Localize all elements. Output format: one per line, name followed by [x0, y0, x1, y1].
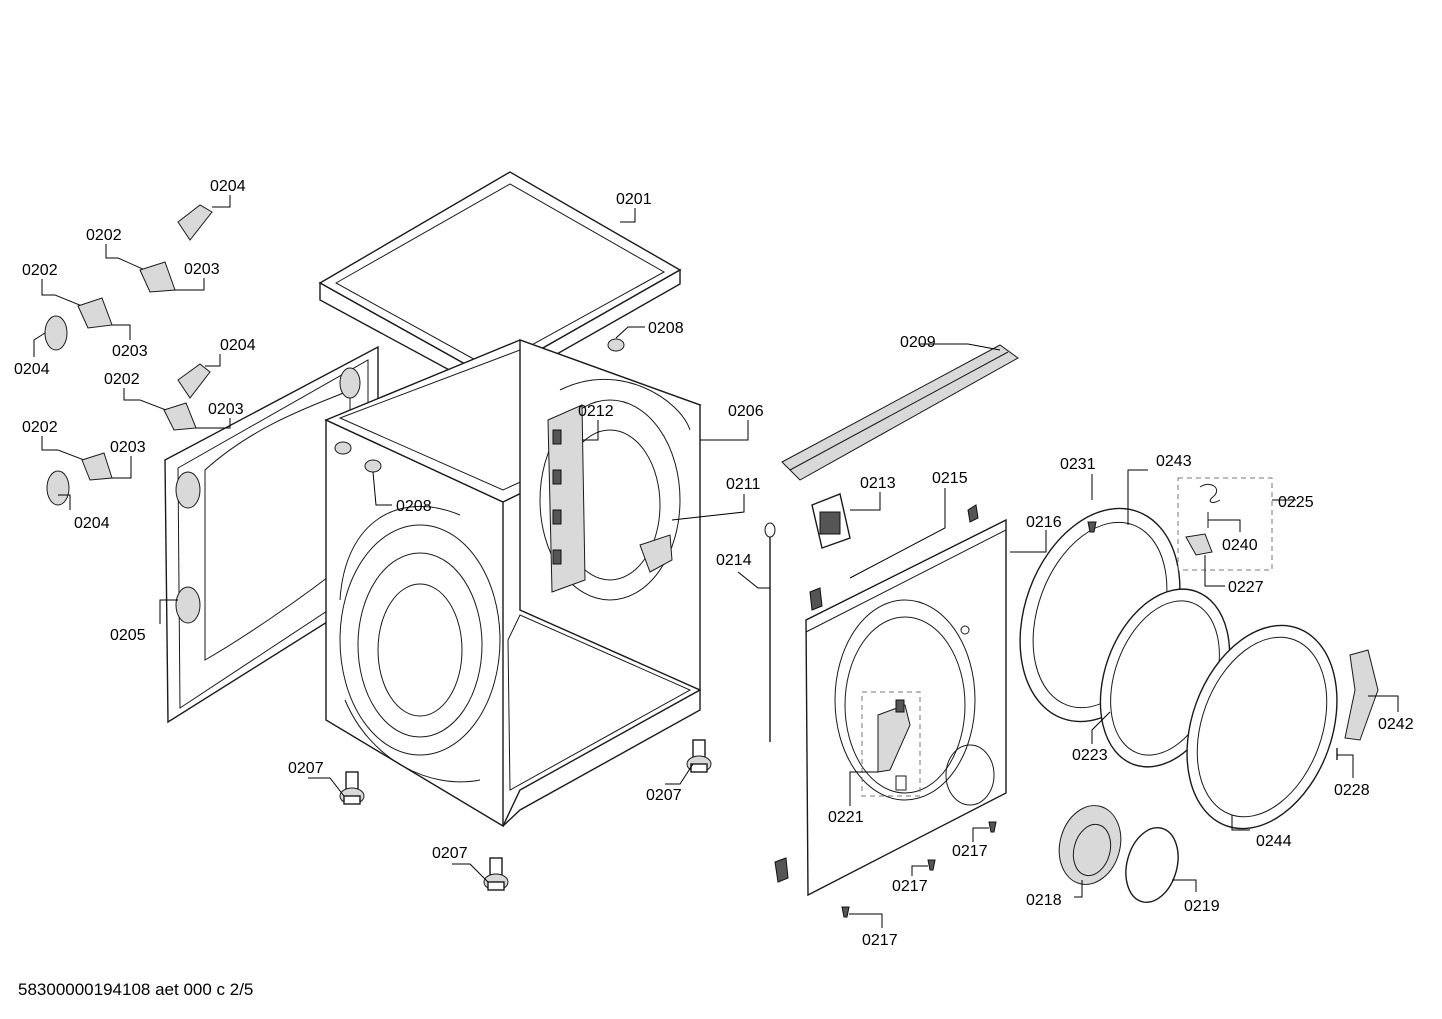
- part-0202-screw-d[interactable]: [57, 449, 85, 461]
- label-0212: 0212: [578, 403, 614, 420]
- part-0202-screw-c[interactable]: [139, 399, 167, 411]
- label-0216: 0216: [1026, 514, 1062, 531]
- part-0244-outer-door-ring[interactable]: [1160, 604, 1363, 849]
- label-0204: 0204: [14, 361, 50, 378]
- label-0217: 0217: [892, 878, 928, 895]
- part-0204-clip-b[interactable]: [44, 315, 68, 351]
- part-0212-mounting-rail[interactable]: [547, 404, 586, 593]
- label-0225: 0225: [1278, 494, 1314, 511]
- label-0215: 0215: [932, 470, 968, 487]
- label-0211: 0211: [726, 476, 761, 493]
- label-0207: 0207: [646, 787, 682, 804]
- part-0207-foot-c[interactable]: [483, 857, 509, 891]
- label-0231: 0231: [1060, 456, 1096, 473]
- part-0227-lock-catch[interactable]: [1185, 533, 1213, 556]
- part-0219-wire-ring[interactable]: [1118, 822, 1186, 908]
- part-0225-lock-kit[interactable]: [1177, 477, 1273, 571]
- part-0207-foot-b[interactable]: [686, 739, 712, 773]
- part-0211-bracket[interactable]: [639, 534, 673, 573]
- part-0217-screw-a[interactable]: [988, 821, 997, 833]
- label-0203: 0203: [184, 261, 220, 278]
- label-0205: 0205: [110, 627, 146, 644]
- part-0202-screw-b[interactable]: [54, 294, 83, 307]
- part-0209-cross-rail[interactable]: [781, 344, 1019, 481]
- label-0207: 0207: [432, 845, 468, 862]
- label-0242: 0242: [1378, 716, 1414, 733]
- part-0202-screw-a[interactable]: [117, 257, 146, 271]
- label-0218: 0218: [1026, 892, 1062, 909]
- part-labels: 0201 0202 0202 0202 0202 0203 0203 0203 …: [14, 178, 1414, 949]
- label-0204: 0204: [74, 515, 110, 532]
- part-0203-hinge-b[interactable]: [77, 297, 113, 329]
- label-0209: 0209: [900, 334, 936, 351]
- label-0208: 0208: [396, 498, 432, 515]
- part-0204-clip-d[interactable]: [46, 470, 70, 506]
- part-0203-hinge-a[interactable]: [139, 261, 176, 293]
- part-0213-module[interactable]: [811, 493, 851, 549]
- label-0244: 0244: [1256, 833, 1292, 850]
- part-0204-clip-c[interactable]: [177, 363, 211, 399]
- part-0231-screw[interactable]: [1087, 521, 1097, 533]
- label-0228: 0228: [1334, 782, 1370, 799]
- label-0217: 0217: [862, 932, 898, 949]
- part-0217-screw-b[interactable]: [927, 859, 936, 871]
- label-0207: 0207: [288, 760, 324, 777]
- label-0202: 0202: [22, 419, 58, 436]
- part-0214-rod[interactable]: [764, 522, 776, 742]
- part-0205-side-panel[interactable]: [164, 345, 379, 724]
- label-0217: 0217: [952, 843, 988, 860]
- part-0215-hook-b[interactable]: [809, 587, 823, 611]
- label-0203: 0203: [112, 343, 148, 360]
- label-0204: 0204: [210, 178, 246, 195]
- label-0202: 0202: [86, 227, 122, 244]
- part-0215-hook-a[interactable]: [967, 504, 979, 523]
- part-0221-door-hinge[interactable]: [861, 691, 921, 797]
- label-0214: 0214: [716, 552, 752, 569]
- document-code: 58300000194108 aet 000 c 2/5: [18, 980, 254, 999]
- part-0215-hook-c[interactable]: [774, 857, 789, 883]
- label-0227: 0227: [1228, 579, 1264, 596]
- label-0213: 0213: [860, 475, 896, 492]
- part-0203-hinge-d[interactable]: [81, 452, 113, 481]
- label-0204: 0204: [220, 337, 256, 354]
- part-cabinet-body[interactable]: [324, 338, 702, 828]
- part-0203-hinge-c[interactable]: [163, 402, 197, 431]
- part-0204-clip-a[interactable]: [177, 204, 213, 241]
- label-0203: 0203: [208, 401, 244, 418]
- part-0242-door-handle[interactable]: [1344, 649, 1379, 741]
- part-0207-foot-a[interactable]: [339, 771, 365, 805]
- part-0218-hinge-housing[interactable]: [1051, 799, 1130, 892]
- label-0243: 0243: [1156, 453, 1192, 470]
- label-0208: 0208: [648, 320, 684, 337]
- label-0219: 0219: [1184, 898, 1220, 915]
- part-0217-screw-c[interactable]: [841, 906, 850, 918]
- label-0240: 0240: [1222, 537, 1258, 554]
- leader-lines: [33, 195, 1399, 928]
- label-0201: 0201: [616, 191, 652, 208]
- label-0202: 0202: [22, 262, 58, 279]
- label-0206: 0206: [728, 403, 764, 420]
- part-0240-spring[interactable]: [1199, 483, 1221, 528]
- label-0221: 0221: [828, 809, 864, 826]
- label-0223: 0223: [1072, 747, 1108, 764]
- label-0203: 0203: [110, 439, 146, 456]
- label-0202: 0202: [104, 371, 140, 388]
